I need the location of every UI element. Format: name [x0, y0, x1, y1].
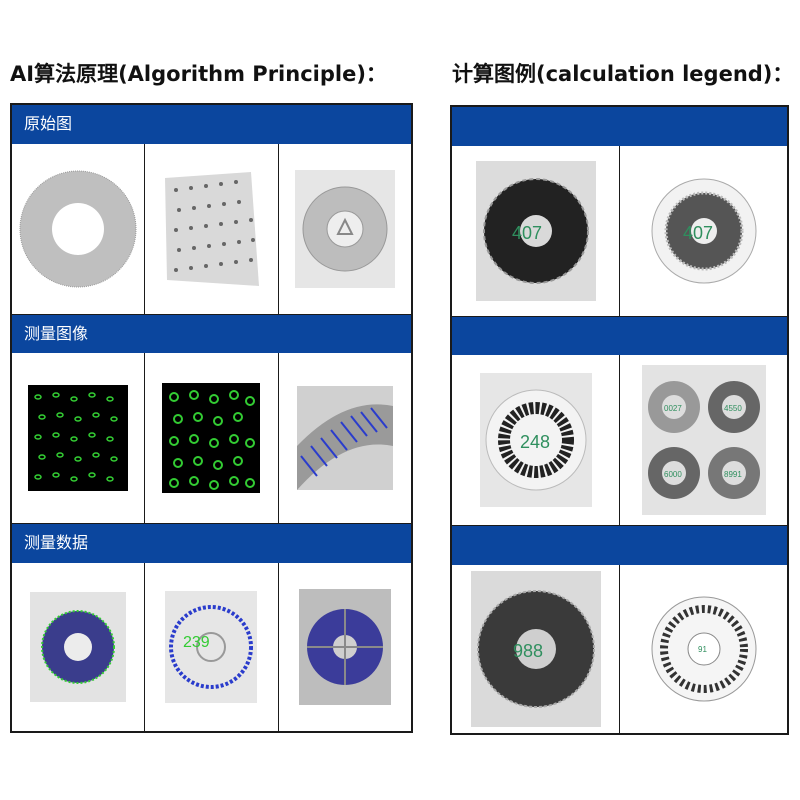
legend-image-four-reels: 0027 4550 6000 8991 — [620, 355, 787, 525]
measurement-data-image-1 — [12, 563, 146, 731]
count-407-a: 407 — [512, 223, 542, 243]
legend-row-3: 988 91 — [452, 565, 787, 733]
overlay-count-239: 239 — [183, 634, 210, 651]
legend-image-407-light: 407 — [620, 146, 787, 316]
measurement-data-row: 239 — [12, 563, 411, 731]
algorithm-principle-panel: 原始图 — [10, 103, 413, 733]
measurement-image-2 — [145, 353, 279, 523]
legend-image-91: 91 — [620, 565, 787, 733]
calculation-legend-panel: 407 407 248 — [450, 105, 789, 735]
count-248: 248 — [520, 432, 550, 452]
algorithm-principle-title: AI算法原理(Algorithm Principle)： — [10, 62, 387, 86]
count-91: 91 — [698, 645, 707, 654]
original-images-row — [12, 144, 411, 315]
measurement-images-row — [12, 353, 411, 524]
section-band-measurement-data: 测量数据 — [12, 524, 411, 563]
count-6000: 6000 — [664, 470, 682, 479]
count-8991: 8991 — [724, 470, 742, 479]
count-4550: 4550 — [724, 404, 742, 413]
count-988: 988 — [513, 641, 543, 661]
measurement-image-3 — [279, 353, 411, 523]
legend-row-1: 407 407 — [452, 146, 787, 317]
legend-band-3 — [452, 526, 787, 565]
count-0027: 0027 — [664, 404, 682, 413]
legend-image-988: 988 — [452, 565, 620, 733]
section-band-measurement-image: 测量图像 — [12, 315, 411, 353]
measurement-data-image-2: 239 — [145, 563, 279, 731]
legend-image-407-dark: 407 — [452, 146, 620, 316]
legend-image-248: 248 — [452, 355, 620, 525]
measurement-data-image-3 — [279, 563, 411, 731]
count-407-b: 407 — [683, 223, 713, 243]
original-image-3 — [279, 144, 411, 314]
original-image-1 — [12, 144, 146, 314]
calculation-legend-title: 计算图例(calculation legend)： — [452, 62, 794, 86]
original-image-2 — [145, 144, 279, 314]
legend-band-2 — [452, 317, 787, 355]
section-band-original: 原始图 — [12, 105, 411, 144]
measurement-image-1 — [12, 353, 146, 523]
legend-row-2: 248 0027 4550 6000 8991 — [452, 355, 787, 526]
legend-band-1 — [452, 107, 787, 146]
